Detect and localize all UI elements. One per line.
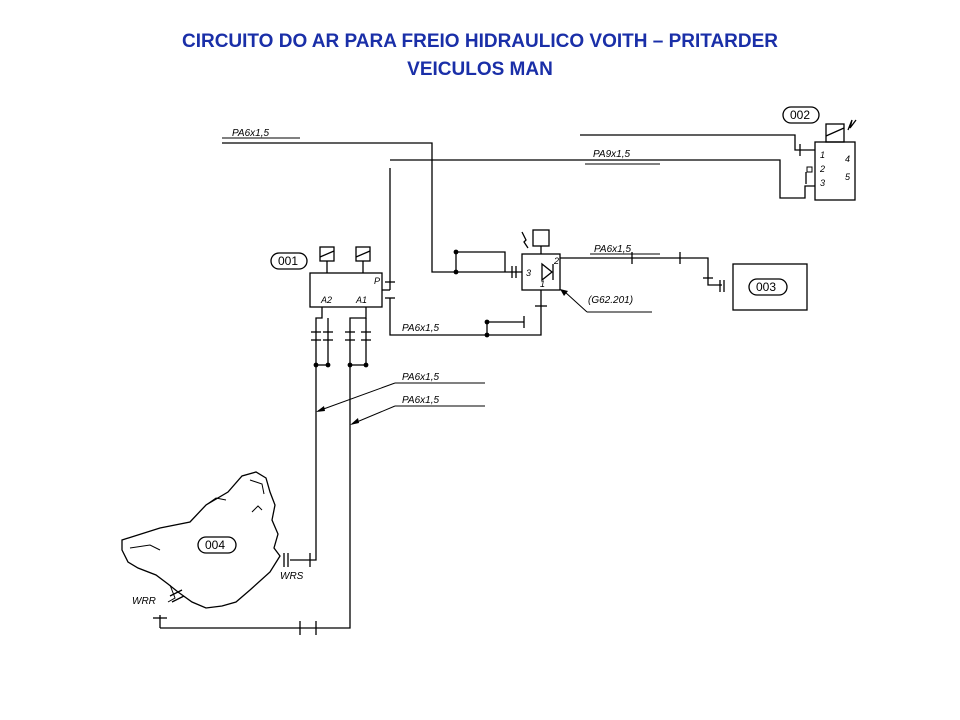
pipe-mid-right: PA6x1,5 — [560, 244, 725, 292]
branch-labels: PA6x1,5 PA6x1,5 — [316, 372, 485, 425]
component-004-tag: 004 — [205, 538, 225, 552]
component-001: 001 P A2 A1 — [270, 246, 395, 308]
component-002: 002 1 2 3 4 5 — [782, 106, 857, 201]
c002-port-5: 5 — [845, 172, 851, 182]
page-title: CIRCUITO DO AR PARA FREIO HIDRAULICO VOI… — [0, 28, 960, 84]
pipe-top-left: PA6x1,5 — [222, 128, 522, 273]
valve-port-1: 1 — [540, 279, 545, 289]
valve-ref-label: (G62.201) — [588, 295, 633, 306]
component-003-tag: 003 — [756, 280, 776, 294]
wrr-label: WRR — [132, 596, 156, 607]
branch-b-label: PA6x1,5 — [402, 395, 439, 406]
c002-port-2: 2 — [819, 164, 825, 174]
valve-g62201: 2 3 1 (G62.201) — [453, 229, 652, 313]
c001-port-a2: A2 — [320, 295, 332, 305]
pipe-mid-right-label: PA6x1,5 — [594, 244, 631, 255]
pipes-to-004: WRS — [153, 307, 371, 635]
c002-port-3: 3 — [820, 178, 825, 188]
c001-port-a1: A1 — [355, 295, 367, 305]
title-line-2: VEICULOS MAN — [407, 59, 553, 80]
pipe-lower-label: PA6x1,5 — [402, 323, 439, 334]
c002-port-1: 1 — [820, 150, 825, 160]
c002-port-4: 4 — [845, 154, 850, 164]
c001-port-p: P — [374, 276, 380, 286]
component-004: 004 WRR — [121, 471, 281, 609]
wrs-label: WRS — [280, 571, 304, 582]
component-002-tag: 002 — [790, 108, 810, 122]
component-003: 003 — [732, 263, 808, 311]
valve-port-2: 2 — [553, 256, 559, 266]
valve-port-3: 3 — [526, 268, 531, 278]
pipe-top-left-label: PA6x1,5 — [232, 128, 269, 139]
component-001-tag: 001 — [278, 254, 298, 268]
pipe-top-right-label: PA9x1,5 — [593, 149, 630, 160]
pipe-top-right: PA9x1,5 — [389, 134, 815, 290]
branch-a-label: PA6x1,5 — [402, 372, 439, 383]
pipe-lower: PA6x1,5 — [389, 290, 547, 338]
title-line-1: CIRCUITO DO AR PARA FREIO HIDRAULICO VOI… — [181, 31, 779, 52]
